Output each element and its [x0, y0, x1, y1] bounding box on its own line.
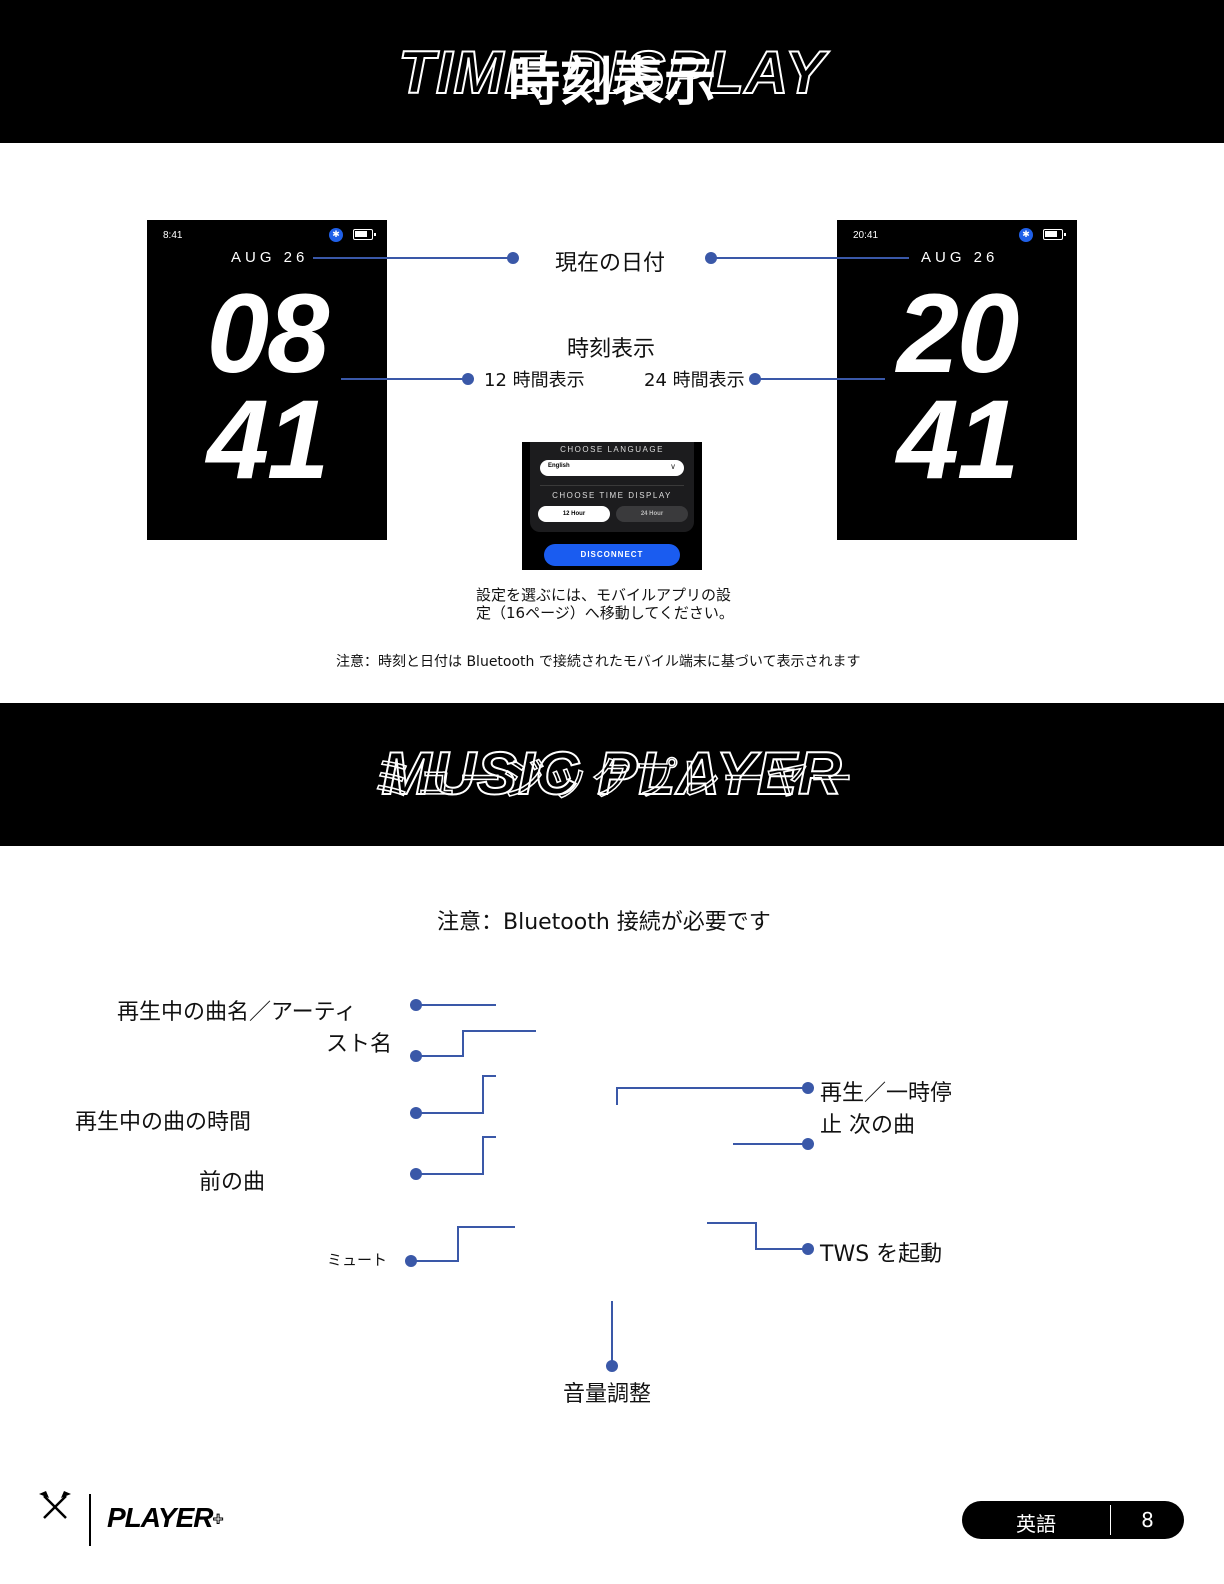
watch-screen-12h: 8:41 ✱ AUG 26 08 41	[147, 220, 387, 540]
volume-label: 音量調整	[563, 1382, 652, 1407]
time-display-title-ja: 時刻表示	[507, 53, 716, 113]
callout-dot	[802, 1082, 814, 1094]
callout-line	[411, 1260, 459, 1262]
app-settings-screen: CHOOSE LANGUAGE English ∨ CHOOSE TIME DI…	[522, 442, 702, 570]
callout-line	[416, 1173, 484, 1175]
tws-label: TWS を起動	[820, 1242, 943, 1267]
callout-line	[755, 1248, 808, 1250]
brand-plus: +	[212, 1509, 223, 1530]
page-language: 英語	[1016, 1512, 1056, 1536]
divider	[540, 485, 684, 486]
callout-line	[341, 378, 469, 380]
music-player-title-ja: ミュージックプレーヤー	[370, 753, 855, 806]
callout-line	[482, 1136, 496, 1138]
choose-language-heading: CHOOSE LANGUAGE	[560, 445, 664, 454]
disconnect-button[interactable]: DISCONNECT	[544, 544, 680, 566]
callout-line	[416, 1112, 484, 1114]
track-artist-label-line2: スト名	[326, 1032, 393, 1057]
hour24-label: 24 時間表示	[644, 370, 745, 391]
callout-line	[482, 1136, 484, 1175]
watch-screen-24h: 20:41 ✱ AUG 26 20 41	[837, 220, 1077, 540]
brand-logo: PLAYER+	[107, 1502, 223, 1534]
callout-line	[482, 1075, 496, 1077]
callout-line	[733, 1143, 808, 1145]
callout-line	[755, 1222, 757, 1250]
crossed-hammers-logo-icon	[39, 1491, 71, 1519]
callout-line	[313, 257, 513, 259]
callout-dot	[802, 1243, 814, 1255]
language-select[interactable]: English ∨	[540, 460, 684, 476]
choose-time-display-heading: CHOOSE TIME DISPLAY	[552, 491, 672, 500]
minutes-display: 41	[896, 377, 1020, 502]
minutes-display: 41	[206, 377, 330, 502]
bluetooth-icon: ✱	[329, 228, 343, 242]
callout-line	[482, 1075, 484, 1114]
date-display: AUG 26	[921, 249, 999, 266]
callout-dot	[462, 373, 474, 385]
callout-line	[611, 1301, 613, 1363]
hour12-label: 12 時間表示	[484, 370, 585, 391]
hours-display: 20	[896, 271, 1020, 396]
track-time-label: 再生中の曲の時間	[75, 1110, 252, 1135]
bluetooth-required-note: 注意：Bluetooth 接続が必要です	[437, 910, 771, 935]
music-player-header: MUSIC PLAYER ミュージックプレーヤー	[0, 703, 1224, 846]
callout-line	[616, 1087, 618, 1105]
page-number: 8	[1141, 1508, 1154, 1532]
hours-display: 08	[206, 271, 330, 396]
status-time: 20:41	[853, 230, 879, 241]
callout-line	[462, 1030, 536, 1032]
date-display: AUG 26	[231, 249, 309, 266]
music-player-title-en: MUSIC PLAYER	[381, 739, 843, 808]
12-hour-option[interactable]: 12 Hour	[538, 506, 610, 522]
callout-line	[457, 1226, 515, 1228]
callout-line	[711, 257, 909, 259]
callout-dot	[606, 1360, 618, 1372]
footer-divider	[89, 1494, 91, 1546]
callout-line	[457, 1226, 459, 1262]
time-display-title-en: TIME DISPLAY	[397, 38, 826, 107]
callout-line	[462, 1030, 464, 1057]
status-time: 8:41	[163, 230, 183, 241]
chevron-down-icon: ∨	[670, 462, 676, 471]
callout-dot	[507, 252, 519, 264]
page-indicator: 英語 8	[962, 1501, 1184, 1539]
callout-line	[616, 1087, 808, 1089]
mute-label: ミュート	[327, 1251, 388, 1269]
battery-icon	[1043, 229, 1066, 240]
callout-line	[416, 1004, 496, 1006]
previous-track-label: 前の曲	[199, 1170, 266, 1195]
24-hour-option[interactable]: 24 Hour	[616, 506, 688, 522]
settings-card: CHOOSE LANGUAGE English ∨ CHOOSE TIME DI…	[530, 442, 694, 532]
settings-note-line1: 設定を選ぶには、モバイルアプリの設	[476, 586, 732, 604]
battery-icon	[353, 229, 376, 240]
brand-name: PLAYER	[107, 1502, 213, 1533]
time-note: 注意：時刻と日付は Bluetooth で接続されたモバイル端末に基づいて表示さ…	[336, 654, 861, 670]
play-pause-label-line1: 再生／一時停	[820, 1081, 953, 1106]
time-display-header: TIME DISPLAY 時刻表示	[0, 0, 1224, 143]
track-artist-label-line1: 再生中の曲名／アーティ	[117, 1000, 357, 1025]
play-pause-label-line2: 止 次の曲	[820, 1113, 915, 1138]
settings-note-line2: 定（16ページ）へ移動してください。	[476, 604, 734, 622]
bluetooth-icon: ✱	[1019, 228, 1033, 242]
page-indicator-divider	[1110, 1505, 1111, 1535]
language-value: English	[548, 463, 570, 469]
callout-dot	[802, 1138, 814, 1150]
current-date-label: 現在の日付	[555, 251, 666, 276]
callout-line	[755, 378, 885, 380]
callout-line	[707, 1222, 757, 1224]
time-display-label: 時刻表示	[567, 337, 656, 362]
callout-line	[416, 1055, 464, 1057]
